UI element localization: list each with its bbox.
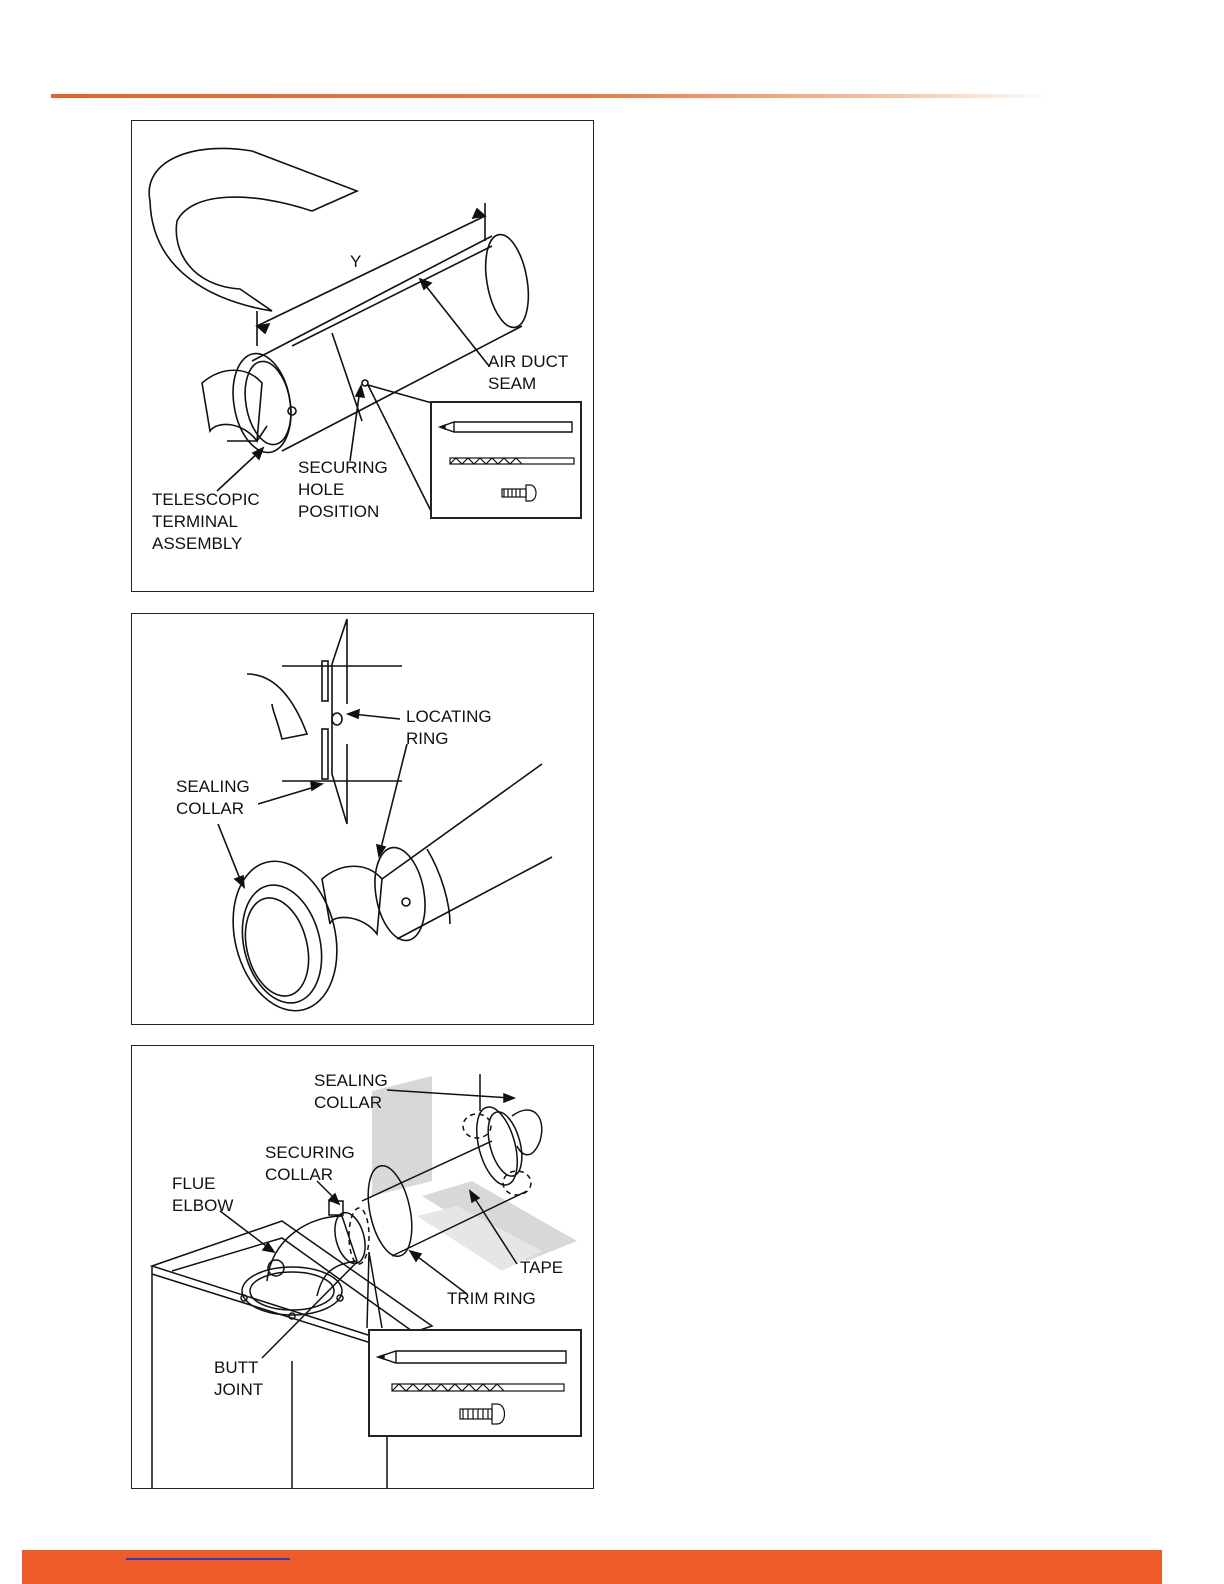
dimension-y-label: Y [350,251,361,273]
butt-joint-label: BUTT JOINT [214,1357,263,1401]
tape-label: TAPE [520,1257,563,1279]
tools-inset [430,401,582,519]
footer-link-underline[interactable] [126,1558,290,1560]
figure-terminal-measure: Y AIR DUCT SEAM SECURING HOLE POSITION T… [131,120,594,592]
securing-hole-label: SECURING HOLE POSITION [298,457,388,523]
pencil-icon [378,1351,566,1363]
drill-bit-icon [450,458,574,464]
telescopic-terminal-label: TELESCOPIC TERMINAL ASSEMBLY [152,489,260,555]
trim-ring-label: TRIM RING [447,1288,536,1310]
header-rule [51,94,1051,98]
air-duct-seam-label: AIR DUCT SEAM [488,351,568,395]
pencil-icon [440,422,572,432]
footer-bar [22,1550,1162,1584]
locating-ring-label: LOCATING RING [406,706,492,750]
sealing-collar-label: SEALING COLLAR [176,776,250,820]
securing-collar-label: SECURING COLLAR [265,1142,355,1186]
screw-icon [460,1404,505,1424]
tools-inset-3 [368,1329,582,1437]
screw-icon [502,485,536,501]
figure-sealing-collar: LOCATING RING SEALING COLLAR [131,613,594,1025]
flue-elbow-label: FLUE ELBOW [172,1173,233,1217]
drill-bit-icon [392,1384,564,1391]
sealing-collar-label-3: SEALING COLLAR [314,1070,388,1114]
figure-flue-assembly: SEALING COLLAR SECURING COLLAR FLUE ELBO… [131,1045,594,1489]
